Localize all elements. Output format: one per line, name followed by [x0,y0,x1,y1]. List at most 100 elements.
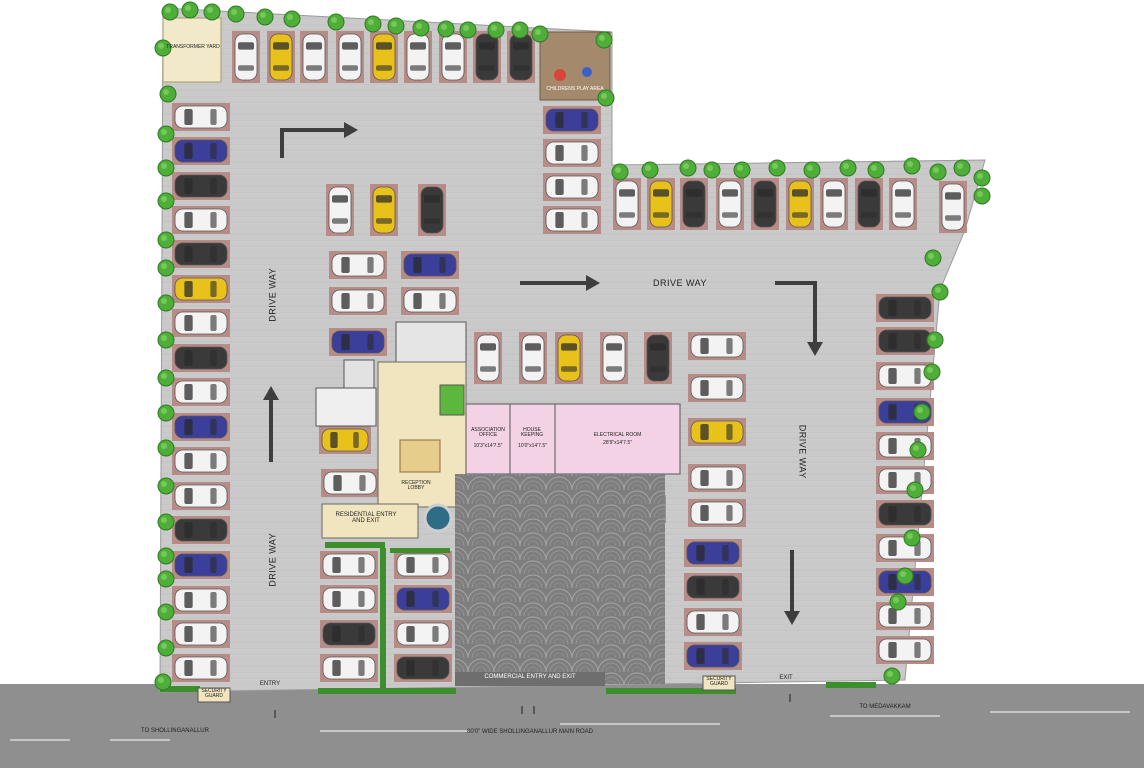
car-icon [234,33,258,81]
house-keeping-size: 10'0"x14'7.5" [518,443,547,449]
tree-icon [903,157,921,175]
tree-icon [157,570,175,588]
tree-icon [909,441,927,459]
tree-icon [511,21,529,39]
car-icon [322,553,376,577]
car-icon [788,180,812,228]
car-icon [690,466,744,490]
car-icon [302,33,326,81]
security-guard-right [702,675,736,691]
car-icon [174,311,228,335]
tree-icon [227,5,245,23]
residential-entry [321,503,419,539]
car-icon [686,541,740,565]
car-icon [878,638,932,662]
tree-icon [327,13,345,31]
car-icon [878,604,932,628]
transformer-yard-label: TRANSFORMER YARD [166,44,220,50]
electrical-room-label: ELECTRICAL ROOM [593,432,642,438]
security-guard-right-label: SECURITY GUARD [706,676,732,688]
tree-icon [437,20,455,38]
tree-icon [867,161,885,179]
car-icon [686,575,740,599]
car-icon [331,253,385,277]
car-icon [338,33,362,81]
tree-icon [611,163,629,181]
car-icon [174,208,228,232]
tree-icon [157,513,175,531]
car-icon [396,553,450,577]
tree-icon [973,169,991,187]
tree-icon [364,15,382,33]
tree-icon [157,125,175,143]
car-icon [174,415,228,439]
tree-icon [157,331,175,349]
association-office-size: 10'3"x14'7.5" [473,443,503,449]
direction-arrows [269,128,817,615]
tree-icon [896,567,914,585]
tree-icon [203,3,221,21]
car-icon [857,180,881,228]
car-icon [372,33,396,81]
car-icon [557,334,581,382]
tree-icon [157,547,175,565]
tree-icon [889,593,907,611]
car-icon [174,346,228,370]
car-icon [174,105,228,129]
main-road [0,684,1144,768]
tree-icon [412,19,430,37]
car-icon [878,468,932,492]
tree-icon [157,159,175,177]
tree-icon [487,21,505,39]
car-icon [174,174,228,198]
car-icon [322,587,376,611]
tree-icon [903,529,921,547]
car-icon [509,33,533,81]
car-icon [174,656,228,680]
electrical-room-size: 28'9"x14'7.5" [603,440,632,446]
car-icon [690,420,744,444]
car-icon [269,33,293,81]
tree-icon [159,85,177,103]
tree-icon [931,283,949,301]
commercial-entry-label: COMMERCIAL ENTRY AND EXIT [484,674,576,680]
drive-way-right-label: DRIVE WAY [797,424,808,479]
tree-icon [157,603,175,621]
play-equipment-icon [582,67,592,77]
car-icon [476,334,500,382]
car-icon [878,329,932,353]
commercial-plaza [455,474,665,684]
to-shollinganallur-label: TO SHOLLINGANALLUR [141,728,209,734]
car-icon [323,471,377,495]
tree-icon [913,403,931,421]
car-icon [545,175,599,199]
car-icon [396,622,450,646]
tree-icon [387,17,405,35]
car-icon [396,587,450,611]
childrens-play-area-label: CHILDRENS PLAY AREA [546,86,604,92]
house-keeping-label: HOUSE KEEPING [520,427,544,439]
car-icon [321,428,369,452]
car-icon [174,242,228,266]
car-icon [328,186,352,234]
car-icon [322,656,376,680]
car-icon [690,501,744,525]
car-icon [441,33,465,81]
tree-icon [906,481,924,499]
residential-entry-label: RESIDENTIAL ENTRY AND EXIT [335,512,397,525]
car-icon [174,588,228,612]
car-icon [690,376,744,400]
tree-icon [595,31,613,49]
arrow-icon [280,128,345,158]
trees [154,1,991,691]
tree-icon [929,163,947,181]
tree-icon [283,10,301,28]
electrical-room [554,403,681,475]
tree-icon [703,161,721,179]
car-icon [682,180,706,228]
tree-icon [157,369,175,387]
reception-lobby [399,439,441,473]
tree-icon [154,673,172,691]
drive-way-left-top-label: DRIVE WAY [267,267,278,322]
car-icon [174,553,228,577]
